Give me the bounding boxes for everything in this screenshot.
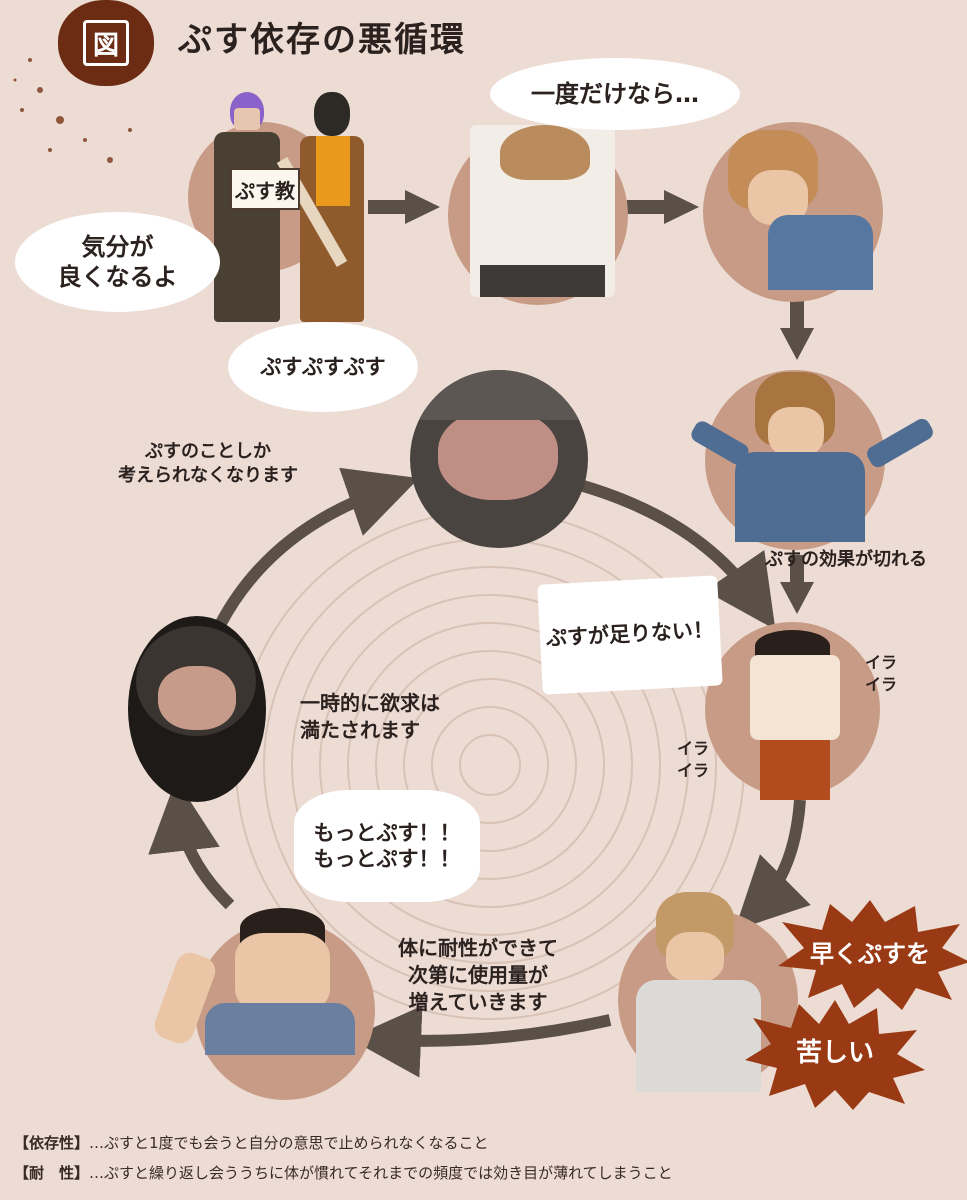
footnote-tolerance-text: …ぷすと繰り返し会ううちに体が慣れてそれまでの頻度では効き目が薄れてしまうこと (89, 1164, 673, 1182)
bubble-more-pusu: もっとぷす！！ もっとぷす！！ (294, 790, 480, 902)
label-only-pusu: ぷすのことしか 考えられなくなります (118, 440, 298, 489)
bubble-not-enough: ぷすが足りない！ (537, 575, 723, 694)
bubble-pusu-repeat: ぷすぷすぷす (228, 322, 418, 412)
religion-sign: ぷす教 (230, 168, 300, 210)
label-hurry: 早くぷすを (790, 938, 950, 970)
page-title: ぷす依存の悪循環 (178, 12, 466, 61)
person-head-down (470, 125, 615, 297)
label-ira-left: イラ イラ (677, 738, 709, 781)
figure-badge: 図 (58, 0, 154, 86)
person-pointing (165, 908, 355, 1056)
footnote-dependence-text: …ぷすと1度でも会うと自分の意思で止められなくなること (89, 1134, 489, 1152)
footnote-tolerance-term: 【耐 性】 (14, 1164, 89, 1182)
node-8-monkey (128, 616, 266, 802)
footnote-dependence-term: 【依存性】 (14, 1134, 89, 1152)
label-tolerance: 体に耐性ができて 次第に使用量が 増えていきます (398, 935, 558, 1016)
label-painful: 苦しい (770, 1036, 900, 1071)
footnote-dependence: 【依存性】…ぷすと1度でも会うと自分の意思で止められなくなること (14, 1132, 489, 1153)
person-shrugging (680, 372, 950, 542)
label-effect-wears-off: ぷすの効果が切れる (765, 548, 927, 572)
bubble-feel-good: 気分が 良くなるよ (15, 212, 220, 312)
footnote-tolerance: 【耐 性】…ぷすと繰り返し会ううちに体が慣れてそれまでの頻度では効き目が薄れてし… (14, 1162, 673, 1183)
label-temporarily-satisfied: 一時的に欲求は 満たされます (300, 690, 440, 744)
bubble-just-once: 一度だけなら… (490, 58, 740, 130)
character-gas-mask (292, 92, 372, 324)
person-smiling (728, 130, 873, 290)
label-ira-right: イラ イラ (865, 652, 897, 695)
node-9-blurry-face (410, 370, 588, 548)
figure-badge-label: 図 (83, 20, 129, 66)
person-crying (730, 630, 855, 800)
